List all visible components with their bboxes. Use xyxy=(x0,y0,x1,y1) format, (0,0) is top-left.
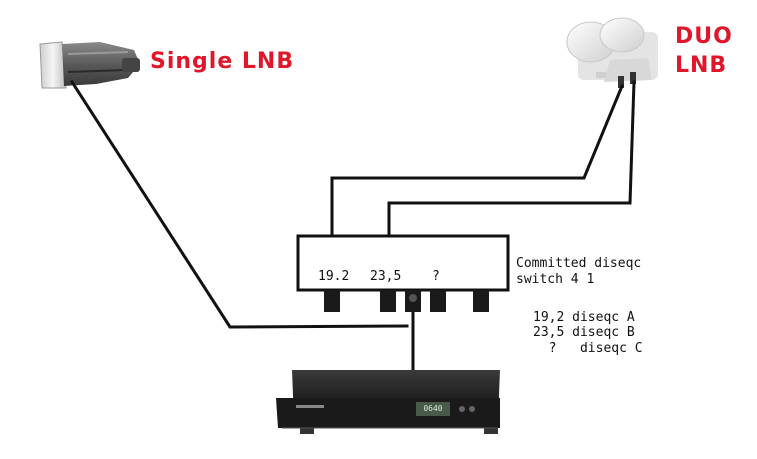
switch-port-2-label: 23,5 xyxy=(370,269,402,284)
switch-connector-4 xyxy=(430,290,446,312)
satellite-receiver xyxy=(276,370,500,434)
switch-connector-5 xyxy=(473,290,489,312)
cable-duo-lnb-port-a xyxy=(330,84,624,264)
switch-connector-1 xyxy=(324,290,340,312)
switch-connector-2 xyxy=(380,290,396,312)
single-lnb-icon xyxy=(39,41,140,89)
legend-entry-b: 23,5 diseqc B xyxy=(533,325,635,340)
receiver-display-text: 0640 xyxy=(423,404,443,413)
switch-name-line2: switch 4 1 xyxy=(516,272,595,287)
cable-single-lnb-to-receiver xyxy=(69,79,409,329)
duo-lnb-title-line1: DUO xyxy=(675,24,733,49)
receiver-display xyxy=(416,402,450,416)
cable-duo-lnb-port-b xyxy=(387,80,636,264)
legend-entry-a: 19,2 diseqc A xyxy=(533,310,635,325)
diseqc-switch xyxy=(296,234,510,312)
duo-lnb-icon xyxy=(566,17,658,88)
single-lnb-title: Single LNB xyxy=(150,49,295,74)
legend-entry-c: ? diseqc C xyxy=(533,341,643,356)
duo-lnb-title-line2: LNB xyxy=(675,53,728,78)
switch-port-1-label: 19.2 xyxy=(318,269,350,284)
switch-port-3-label: ? xyxy=(432,269,440,284)
switch-name-line1: Committed diseqc xyxy=(516,256,642,271)
